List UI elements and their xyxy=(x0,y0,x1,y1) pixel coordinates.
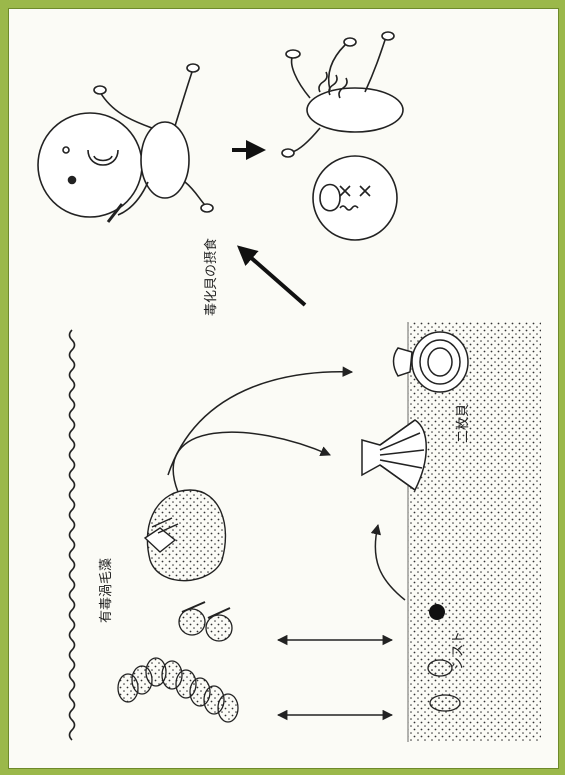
dinoflagellate-cell-icon xyxy=(145,490,225,581)
arrow-plankton-to-snail xyxy=(168,372,352,475)
human-figure-poisoned xyxy=(282,32,403,240)
cyst-dark-icon xyxy=(429,604,445,620)
cyst-oval-icon-2 xyxy=(430,695,460,711)
dinoflagellate-pair-icon xyxy=(179,602,232,641)
label-dinoflagellate: 有毒渦毛藻 xyxy=(99,558,114,623)
label-bivalve: 二枚貝 xyxy=(456,404,471,443)
arrow-plankton-to-bivalve xyxy=(173,432,330,492)
clam-shell-icon xyxy=(394,332,469,392)
bivalve-shell-icon xyxy=(362,420,426,490)
human-figure-eating xyxy=(38,64,213,222)
label-human-ingestion: 毒化貝の摂食 xyxy=(203,238,219,316)
cyst-oval-icon-1 xyxy=(428,660,452,676)
arrow-cyst-to-bivalve xyxy=(375,525,405,600)
dinoflagellate-chain-icon xyxy=(118,658,238,722)
arrow-to-human xyxy=(240,248,305,305)
sea-surface-line xyxy=(70,330,75,740)
label-cyst: シスト xyxy=(451,631,466,670)
